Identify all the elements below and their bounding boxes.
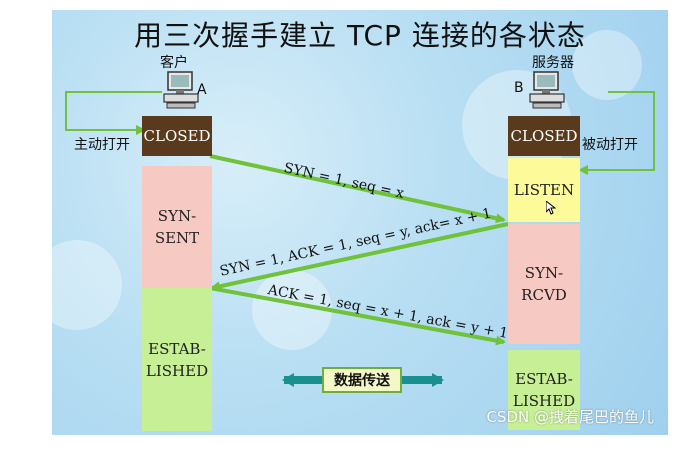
- bokeh-decoration: [252, 270, 332, 350]
- server-role-label: 服务器: [532, 55, 574, 71]
- server-letter: B: [514, 80, 524, 96]
- syn-arrow: [209, 154, 506, 224]
- slide-canvas: 用三次握手建立 TCP 连接的各状态 客户 A 服务器 B: [52, 10, 668, 435]
- diagram-lines: [65, 91, 655, 387]
- client-computer-icon: [162, 70, 200, 110]
- active-open-line: [65, 91, 162, 135]
- data-transfer-label: 数据传送: [322, 367, 402, 393]
- mouse-cursor-icon: [545, 199, 557, 219]
- server-state-closed: CLOSED: [508, 116, 580, 156]
- watermark: CSDN @拽着尾巴的鱼儿: [486, 408, 654, 426]
- client-letter: A: [197, 82, 207, 98]
- ack-arrow: [209, 286, 506, 346]
- server-state-listen: LISTEN: [508, 158, 580, 222]
- server-state-established: ESTAB- LISHED: [508, 350, 580, 430]
- client-state-syn-sent: SYN- SENT: [142, 166, 212, 288]
- client-role-label: 客户: [160, 55, 188, 71]
- bokeh-decoration: [572, 30, 642, 100]
- bokeh-decoration: [52, 240, 122, 330]
- client-state-closed: CLOSED: [142, 116, 212, 156]
- client-state-established: ESTAB- LISHED: [142, 288, 212, 431]
- server-state-syn-rcvd: SYN- RCVD: [508, 224, 580, 344]
- diagram-title: 用三次握手建立 TCP 连接的各状态: [134, 19, 586, 52]
- passive-open-line: [578, 91, 655, 175]
- syn-ack-arrow: [210, 222, 509, 292]
- active-open-label: 主动打开: [74, 137, 130, 153]
- passive-open-label: 被动打开: [582, 137, 638, 153]
- server-computer-icon: [528, 70, 566, 110]
